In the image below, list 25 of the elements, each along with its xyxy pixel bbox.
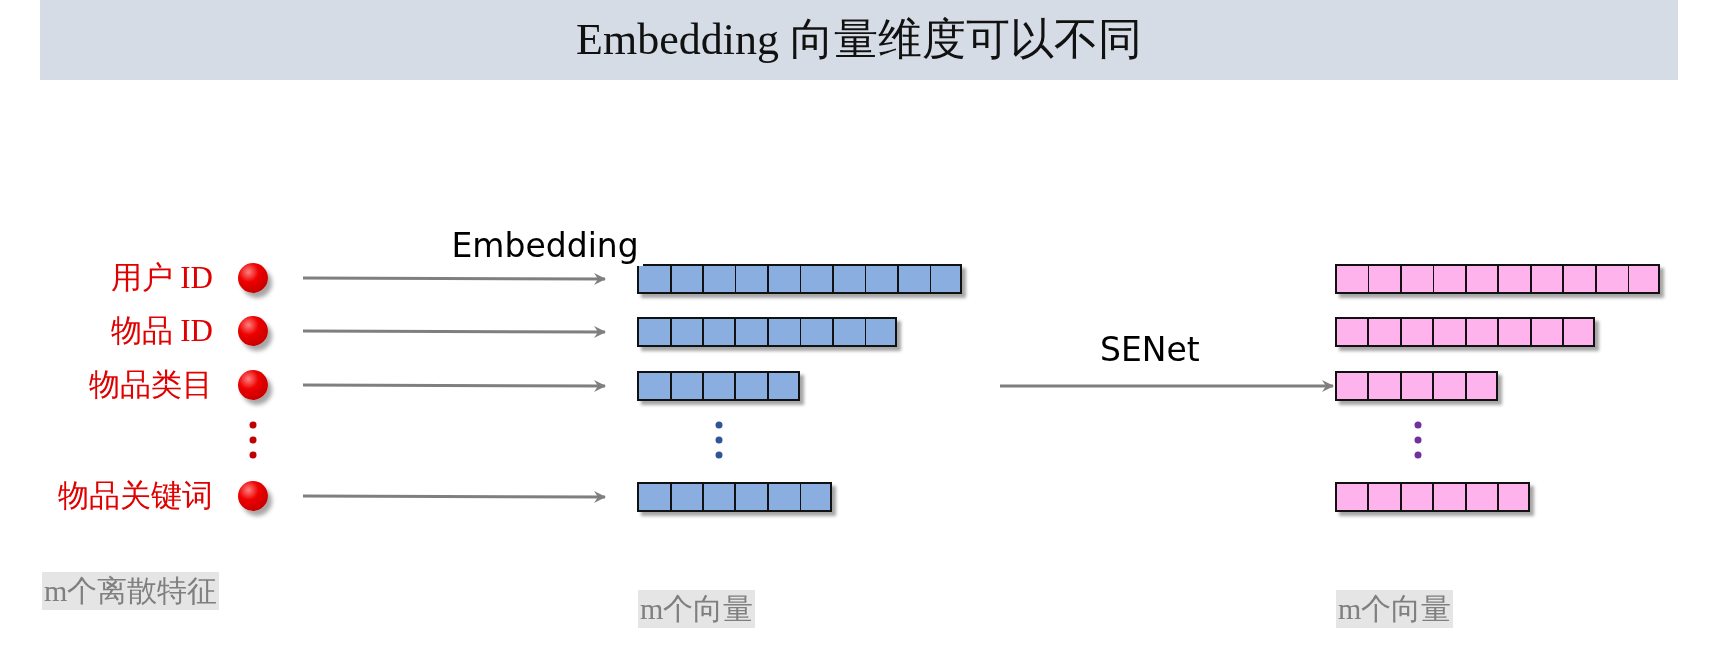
sphere — [238, 370, 268, 400]
feature-label: 用户 ID — [110, 260, 213, 296]
caption: m个向量 — [638, 590, 756, 628]
sphere — [238, 481, 268, 511]
arrow — [303, 272, 606, 285]
embedding-vector — [637, 482, 832, 512]
arrow — [303, 379, 606, 392]
sphere — [238, 263, 268, 293]
embedding-vector — [637, 264, 962, 294]
feature-label: 物品关键词 — [58, 478, 213, 514]
arrow — [1000, 380, 1334, 392]
title-banner: Embedding 向量维度可以不同 — [40, 0, 1678, 80]
embedding-vector — [1335, 482, 1530, 512]
arrow — [303, 490, 606, 503]
caption: m个向量 — [1336, 590, 1454, 628]
feature-label: 物品类目 — [89, 367, 213, 403]
caption: m个离散特征 — [42, 572, 220, 610]
embedding-vector — [637, 317, 897, 347]
feature-label: 物品 ID — [110, 313, 213, 349]
embedding-vector — [1335, 264, 1660, 294]
embedding-vector — [1335, 371, 1498, 401]
sphere — [238, 316, 268, 346]
embedding-vector — [637, 371, 800, 401]
embedding-vector — [1335, 317, 1595, 347]
arrow — [303, 325, 606, 338]
